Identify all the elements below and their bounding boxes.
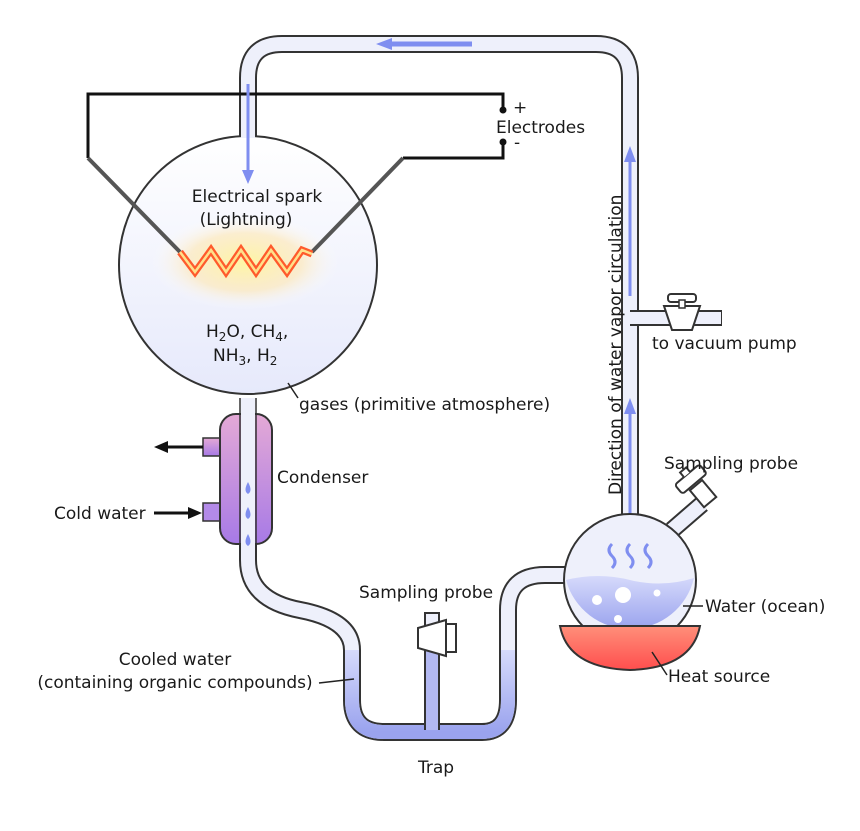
minus-label: - [514,133,520,153]
gases-caption: gases (primitive atmosphere) [299,395,550,415]
spark-label-line2: (Lightning) [200,210,293,230]
left-electrode [86,156,182,254]
heat-source [558,625,702,672]
trap-label: Trap [417,758,454,778]
right-electrode [310,156,405,254]
flow-arrow-up-upper [624,146,636,296]
positive-terminal [499,106,507,114]
gases-formula-line2: NH3, H2 [213,346,277,368]
condenser [202,398,273,554]
flow-arrow-down [242,84,254,184]
sampling-probe-trap-label: Sampling probe [359,583,493,603]
heat-source-label: Heat source [668,667,770,687]
electrode-wires [86,92,505,160]
trap-liquid [345,650,515,739]
sampling-probe-flask-label: Sampling probe [664,454,798,474]
leader-lines [287,382,703,684]
gases-formula-line1: H2O, CH4, [206,322,288,344]
cooled-water-label-line2: (containing organic compounds) [37,673,312,693]
ocean-flask [563,497,708,647]
circulation-direction-label: Direction of water vapor circulation [606,195,626,495]
spark-zigzag [177,243,314,279]
negative-terminal [499,138,507,146]
flow-arrow-up-lower [624,398,636,520]
return-tube [239,540,582,741]
spark-label-line1: Electrical spark [192,187,323,207]
water-ocean-label: Water (ocean) [705,597,825,617]
trap-sampling-probe [417,618,457,658]
vacuum-stopcock [662,293,702,331]
flow-arrow-left [376,38,472,50]
water-out-arrow [154,441,203,453]
plus-label: + [513,98,527,118]
vacuum-pump-label: to vacuum pump [652,334,797,354]
water-in-arrow [154,507,202,519]
cold-water-label: Cold water [54,504,146,524]
condenser-label: Condenser [277,468,368,488]
flask-sampling-probe [674,464,718,509]
cooled-water-label-line1: Cooled water [119,650,231,670]
electrodes-label: Electrodes [496,118,585,138]
